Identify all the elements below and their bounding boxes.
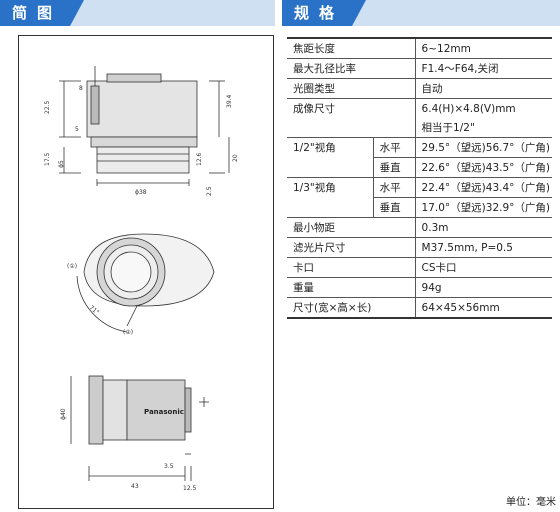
- svg-text:ϕ5: ϕ5: [58, 160, 65, 168]
- svg-text:ϕ40: ϕ40: [60, 408, 67, 420]
- svg-text:39.4: 39.4: [226, 94, 233, 108]
- svg-text:(②): (②): [123, 329, 133, 336]
- svg-text:12.5: 12.5: [183, 485, 197, 492]
- svg-text:17.5: 17.5: [44, 152, 51, 166]
- lens-diagram: Panasonic 22.5 8 39.4 5 17.5 ϕ5 12.6 20 …: [44, 66, 239, 492]
- svg-text:(①): (①): [67, 263, 77, 270]
- svg-text:3.5: 3.5: [164, 463, 174, 470]
- svg-text:ϕ38: ϕ38: [135, 189, 147, 196]
- svg-text:43: 43: [131, 483, 139, 490]
- svg-text:20: 20: [232, 154, 239, 162]
- spec-heading: 规格: [282, 0, 366, 26]
- svg-text:71°: 71°: [88, 304, 101, 316]
- svg-text:2.5: 2.5: [206, 186, 213, 196]
- unit-note: 单位：毫米: [506, 497, 556, 508]
- diagram-heading: 简图: [0, 0, 84, 26]
- svg-text:8: 8: [79, 85, 83, 92]
- table-row: 光圈类型自动: [287, 78, 552, 99]
- svg-text:12.6: 12.6: [196, 152, 203, 166]
- diagram-frame: Panasonic 22.5 8 39.4 5 17.5 ϕ5 12.6 20 …: [18, 35, 274, 509]
- table-row: 尺寸(宽×高×长)64×45×56mm: [287, 297, 552, 319]
- table-row: 相当于1/2": [287, 118, 552, 138]
- svg-text:5: 5: [75, 126, 79, 133]
- brand-label: Panasonic: [144, 408, 184, 416]
- svg-text:22.5: 22.5: [44, 100, 51, 114]
